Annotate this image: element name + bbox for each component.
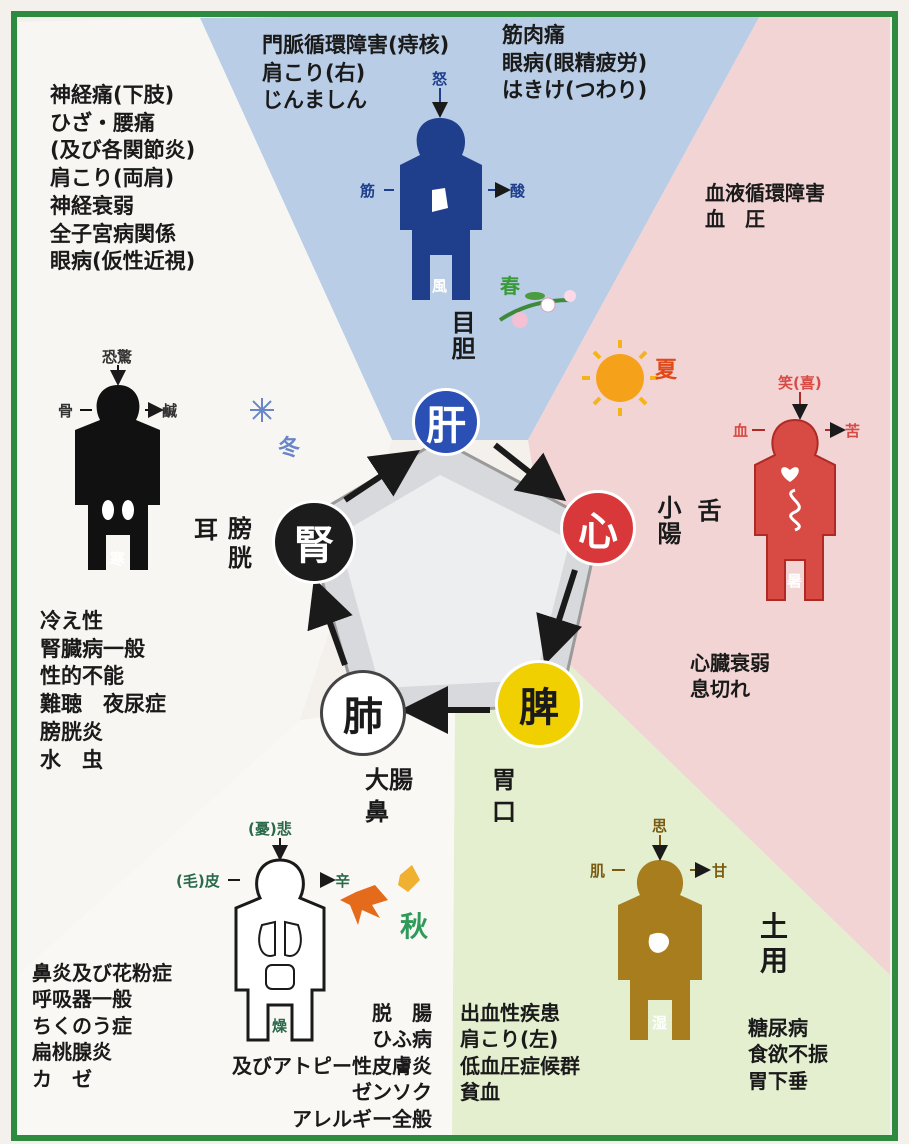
season-doyo: 土用: [760, 910, 789, 977]
liver-ailments-left: 門脈循環障害(痔核) 肩こり(右) じんましん: [262, 33, 450, 113]
heart-taste: 苦: [845, 422, 861, 440]
spleen-ailments-left: 出血性疾患 肩こり(左) 低血圧症候群 貧血: [460, 1001, 580, 1105]
lung-circle: 肺: [320, 670, 406, 756]
season-spring: 春: [500, 274, 520, 298]
heart-pair: 小陽: [653, 495, 681, 547]
season-summer: 夏: [655, 358, 678, 383]
sun-icon: [582, 340, 658, 416]
pentagon-inner: [338, 475, 570, 688]
lung-climate: 燥: [272, 1017, 288, 1035]
liver-tissue: 筋: [360, 182, 376, 200]
kidney-sector: [18, 18, 392, 975]
lung-ailments-right: 脱 腸 ひふ病 及びアトピー性皮膚炎 ゼンソク アレルギー全般: [232, 1001, 432, 1131]
kidney-taste: 鹹: [162, 402, 178, 420]
kidney-sense: 耳: [194, 516, 218, 544]
liver-figure: [384, 88, 511, 300]
spleen-circle: 脾: [495, 660, 583, 748]
spleen-climate: 湿: [652, 1014, 668, 1032]
kidney-pair: 膀胱: [228, 515, 252, 572]
lung-label: 肺: [343, 694, 383, 740]
kidney-ailments-top: 神経痛(下肢) ひざ・腰痛 (及び各関節炎) 肩こり(両肩) 神経衰弱 全子宮病…: [50, 83, 196, 274]
kidney-climate: 寒: [110, 550, 126, 568]
liver-circle: 肝: [412, 388, 480, 456]
heart-emotion: 笑(喜): [778, 374, 822, 392]
kidney-circle: 腎: [272, 500, 356, 584]
heart-ailments-bottom: 心臓衰弱 息切れ: [690, 651, 770, 702]
arrow-lung-kidney: [307, 578, 353, 667]
spleen-figure: [612, 835, 711, 1040]
kidney-ailments-bottom: 冷え性 腎臓病一般 性的不能 難聴 夜尿症 膀胱炎 水 虫: [40, 609, 166, 772]
heart-tissue: 血: [733, 422, 749, 440]
liver-taste: 酸: [510, 182, 526, 200]
lung-ailments-left: 鼻炎及び花粉症 呼吸器一般 ちくのう症 扁桃腺炎 カ ゼ: [32, 961, 172, 1091]
heart-sector: [528, 12, 890, 975]
liver-ailments-right: 筋肉痛 眼病(眼精疲労) はきけ(つわり): [502, 23, 648, 103]
heart-ailments-top: 血液循環障害 血 圧: [705, 181, 825, 232]
arrow-liver-heart: [493, 442, 567, 502]
kidney-label: 腎: [294, 523, 334, 569]
season-winter: 冬: [278, 436, 301, 461]
heart-circle: 心: [560, 490, 636, 566]
kidney-emotion: 恐驚: [102, 348, 133, 366]
heart-climate: 暑: [787, 572, 803, 590]
spleen-taste: 甘: [712, 862, 728, 880]
kidney-tissue: 骨: [58, 402, 74, 420]
lung-taste: 辛: [335, 872, 351, 890]
heart-sense: 舌: [693, 498, 721, 524]
liver-pair: 目胆: [447, 310, 475, 362]
season-autumn: 秋: [400, 910, 429, 943]
lung-figure: [228, 838, 336, 1042]
arrow-heart-spleen: [536, 569, 583, 666]
spleen-ailments-right: 糖尿病 食欲不振 胃下垂: [748, 1016, 828, 1093]
frame-border: [11, 11, 898, 1141]
heart-label: 心: [578, 509, 618, 555]
liver-emotion: 怒: [432, 70, 448, 88]
snowflake-icon: [250, 398, 274, 422]
spleen-emotion: 思: [652, 817, 668, 835]
lung-pair: 大腸鼻: [365, 766, 413, 826]
arrow-kidney-liver: [343, 450, 420, 503]
liver-label: 肝: [426, 403, 466, 449]
spleen-label: 脾: [519, 685, 559, 731]
maple-leaf-icon: [340, 865, 420, 925]
lung-emotion: (憂)悲: [248, 820, 292, 838]
liver-climate: 風: [432, 277, 448, 295]
heart-figure: [752, 392, 846, 601]
spleen-pair: 胃口: [492, 766, 516, 826]
kidney-figure: [75, 365, 164, 570]
flower-icon: [498, 290, 576, 328]
spleen-tissue: 肌: [590, 862, 606, 880]
lung-tissue: (毛)皮: [176, 872, 220, 890]
